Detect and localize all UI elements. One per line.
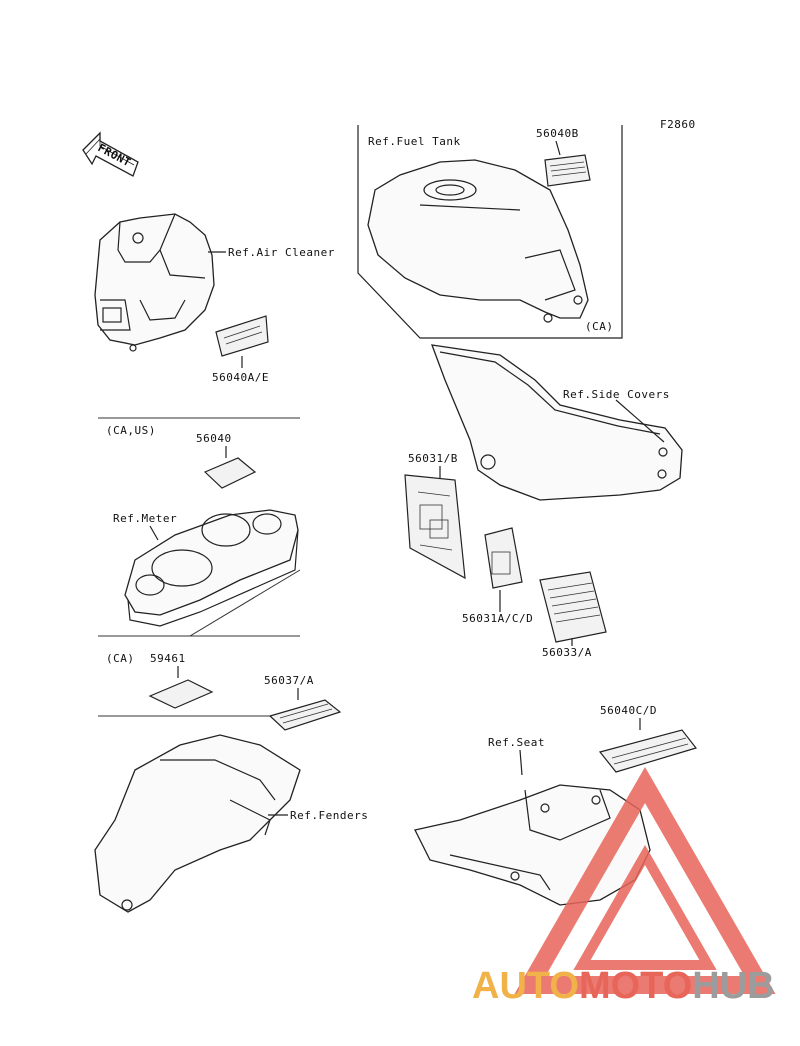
leader-seat <box>519 749 523 776</box>
ref-fenders-label: Ref.Fenders <box>290 809 368 822</box>
part-56040b-label: 56040B <box>536 127 579 140</box>
part-56040-label: 56040 <box>196 432 232 445</box>
watermark-auto: AUTO <box>472 965 579 1007</box>
part-56040ae-label: 56040A/E <box>212 371 269 384</box>
part-56031acd-label: 56031A/C/D <box>462 612 533 625</box>
part-56031b-label: 56031/B <box>408 452 458 465</box>
watermark-triangle-icon <box>514 766 776 994</box>
label-sheet-56033a <box>539 571 607 643</box>
watermark-hub: HUB <box>692 965 774 1007</box>
watermark-logo: AUTOMOTOHUB <box>472 965 775 1007</box>
separator-diag <box>189 569 301 637</box>
ref-seat-label: Ref.Seat <box>488 736 545 749</box>
ca-us-label: (CA,US) <box>106 424 156 437</box>
part-56033a-label: 56033/A <box>542 646 592 659</box>
label-sheet-56040b <box>544 154 591 187</box>
ref-side-covers-label: Ref.Side Covers <box>563 388 670 401</box>
ref-meter-label: Ref.Meter <box>113 512 177 525</box>
label-sheet-56031b <box>404 474 466 580</box>
front-arrow-icon: FRONT <box>82 131 139 177</box>
label-sheet-56040ae <box>215 315 269 357</box>
fuel-tank-part <box>367 159 589 323</box>
ca-59461-label: (CA) <box>106 652 135 665</box>
label-sheet-56040cd <box>598 729 698 773</box>
part-56037a-label: 56037/A <box>264 674 314 687</box>
ca-tank-label: (CA) <box>585 320 614 333</box>
part-56040cd-label: 56040C/D <box>600 704 657 717</box>
ref-air-cleaner-label: Ref.Air Cleaner <box>228 246 335 259</box>
side-cover-part <box>431 344 683 501</box>
fuel-tank-frame <box>357 125 623 339</box>
leader-side-covers <box>615 399 665 443</box>
figure-code: F2860 <box>660 118 696 131</box>
fender-part <box>94 734 301 913</box>
air-cleaner-part <box>94 213 215 352</box>
label-sheet-56031acd <box>484 527 523 589</box>
part-59461-label: 59461 <box>150 652 186 665</box>
label-sheet-59461 <box>148 679 214 709</box>
watermark-moto: MOTO <box>579 965 692 1007</box>
leader-meter <box>149 525 159 541</box>
label-sheet-56040 <box>203 457 257 489</box>
meter-part <box>124 509 299 627</box>
leader-56040b <box>555 140 561 156</box>
ref-fuel-tank-label: Ref.Fuel Tank <box>368 135 461 148</box>
label-sheet-56037a <box>268 699 342 731</box>
